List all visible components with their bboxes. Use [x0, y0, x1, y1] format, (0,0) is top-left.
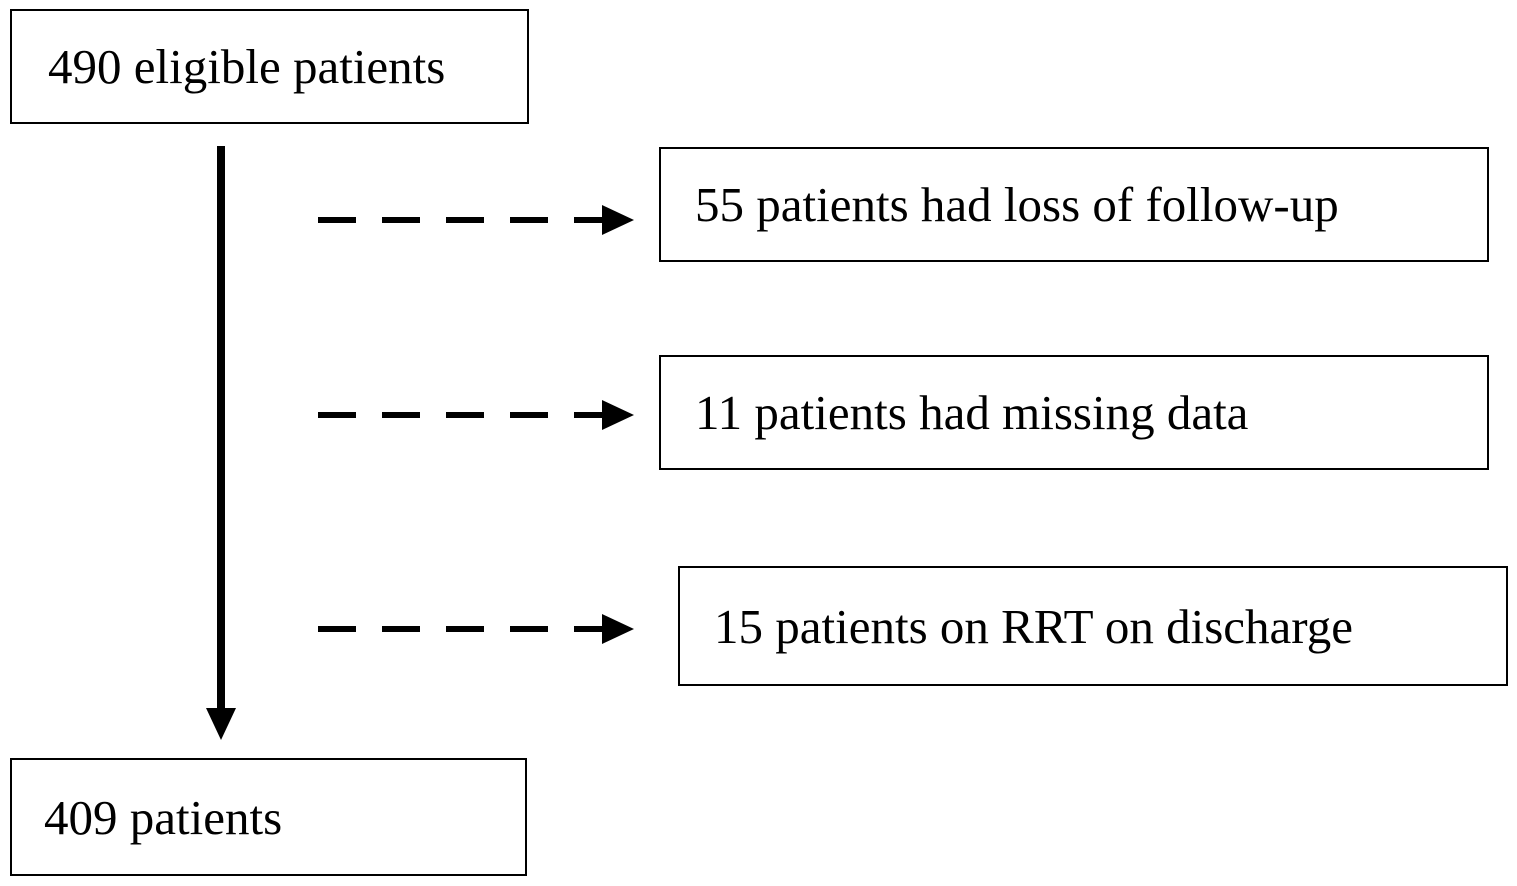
loss-of-follow-up-label: 55 patients had loss of follow-up: [695, 177, 1339, 232]
eligible-patients-label: 490 eligible patients: [48, 39, 446, 94]
final-patients-box: 409 patients: [10, 758, 527, 876]
loss-of-follow-up-box: 55 patients had loss of follow-up: [659, 147, 1489, 262]
exclusion-arrow-3-head: [602, 614, 634, 644]
exclusion-arrow-1-head: [602, 205, 634, 235]
missing-data-box: 11 patients had missing data: [659, 355, 1489, 470]
final-patients-label: 409 patients: [44, 789, 283, 845]
missing-data-label: 11 patients had missing data: [695, 385, 1249, 440]
rrt-on-discharge-label: 15 patients on RRT on discharge: [714, 598, 1353, 654]
exclusion-arrow-2-head: [602, 400, 634, 430]
main-flow-arrowhead: [206, 708, 236, 740]
rrt-on-discharge-box: 15 patients on RRT on discharge: [678, 566, 1508, 686]
eligible-patients-box: 490 eligible patients: [10, 9, 529, 124]
